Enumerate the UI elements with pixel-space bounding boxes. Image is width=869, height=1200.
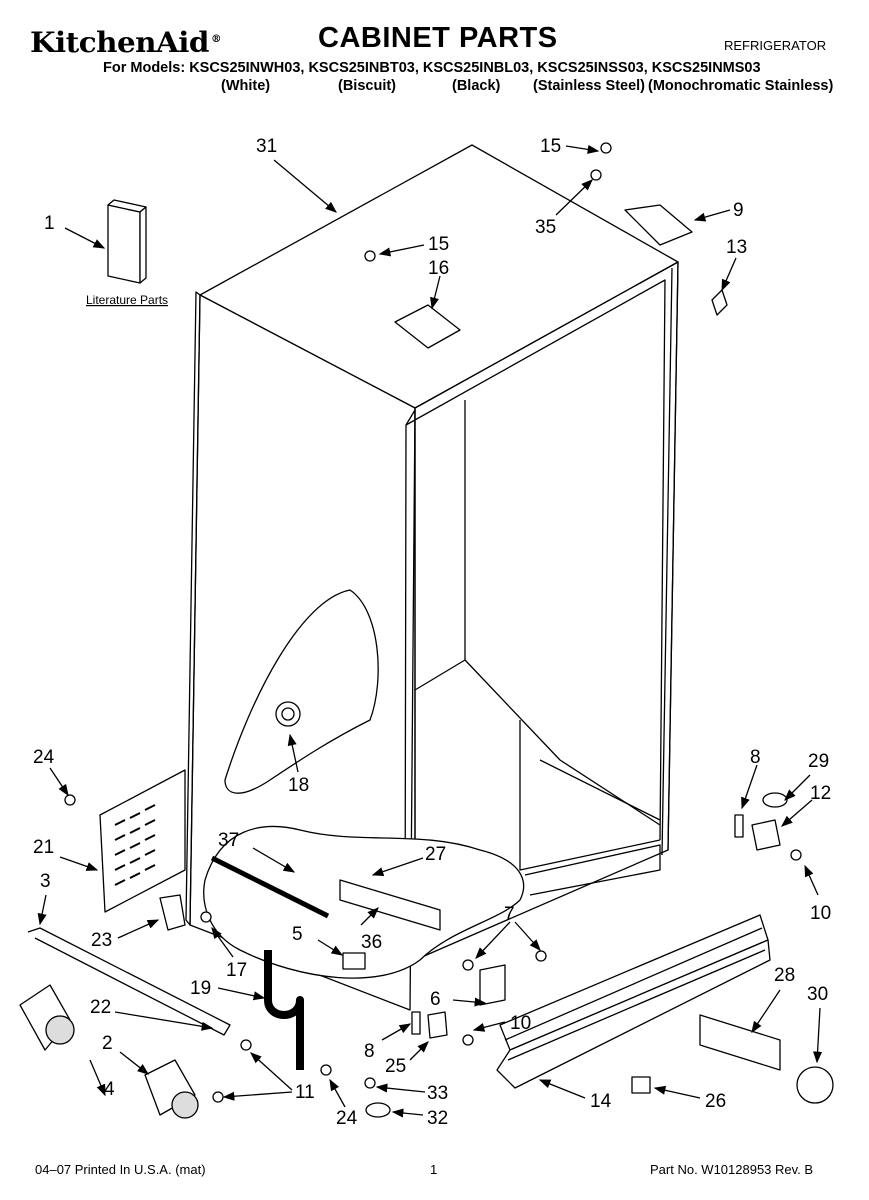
leader-lines bbox=[37, 144, 823, 1118]
callout-11: 11 bbox=[295, 1082, 315, 1103]
callout-37: 37 bbox=[218, 830, 239, 851]
callout-31: 31 bbox=[256, 136, 277, 157]
clip-26 bbox=[631, 1076, 651, 1094]
variant-stainless: (Stainless Steel) bbox=[533, 78, 646, 94]
callout-24-left: 24 bbox=[33, 747, 55, 768]
callout-13: 13 bbox=[726, 237, 747, 258]
callout-27: 27 bbox=[425, 844, 446, 865]
bracket-6 bbox=[479, 964, 506, 1006]
variant-biscuit: (Biscuit) bbox=[338, 78, 396, 94]
callout-17: 17 bbox=[226, 960, 247, 981]
callout-9: 9 bbox=[733, 200, 744, 221]
callout-18: 18 bbox=[288, 775, 309, 796]
part-5 bbox=[342, 952, 366, 970]
callout-14: 14 bbox=[590, 1091, 612, 1112]
shim-8-left bbox=[411, 1011, 421, 1035]
drain-tube bbox=[264, 950, 304, 1070]
callout-32: 32 bbox=[427, 1108, 448, 1129]
callout-30: 30 bbox=[807, 984, 828, 1005]
registered-mark: ® bbox=[211, 33, 222, 45]
callout-labels: 31 15 35 9 13 1 15 16 24 18 8 29 12 21 3… bbox=[33, 136, 831, 1129]
callout-35: 35 bbox=[535, 217, 556, 238]
grommet-18 bbox=[275, 701, 301, 727]
washer-29 bbox=[762, 792, 788, 808]
upper-hinge-right bbox=[624, 204, 693, 246]
variant-white: (White) bbox=[221, 78, 271, 94]
callout-5: 5 bbox=[292, 924, 303, 945]
callout-25: 25 bbox=[385, 1056, 406, 1077]
callout-29: 29 bbox=[808, 751, 829, 772]
water-filter bbox=[699, 1014, 781, 1071]
callout-21: 21 bbox=[33, 837, 54, 858]
footer-print-info: 04–07 Printed In U.S.A. (mat) bbox=[35, 1162, 206, 1177]
tube-37 bbox=[210, 855, 330, 919]
footer-part-number: Part No. W10128953 Rev. B bbox=[650, 1162, 814, 1177]
hinge-25 bbox=[427, 1011, 448, 1039]
callout-8-right: 8 bbox=[750, 747, 761, 768]
spacer-13 bbox=[711, 289, 728, 316]
callout-12: 12 bbox=[810, 783, 831, 804]
brand-name: KitchenAid bbox=[30, 26, 209, 59]
callout-28: 28 bbox=[774, 965, 795, 986]
literature-parts-label: Literature Parts bbox=[86, 293, 168, 307]
footer-page-number: 1 bbox=[430, 1162, 438, 1177]
variant-monochromatic: (Monochromatic Stainless) bbox=[648, 78, 834, 94]
page-subtitle: REFRIGERATOR bbox=[724, 38, 827, 53]
upper-hinge-left bbox=[394, 304, 461, 349]
callout-24-bottom: 24 bbox=[336, 1108, 358, 1129]
valve-assembly bbox=[339, 879, 441, 931]
leveling-bar bbox=[27, 927, 231, 1036]
callout-3: 3 bbox=[40, 871, 51, 892]
callout-15-top: 15 bbox=[540, 136, 561, 157]
callout-10-right: 10 bbox=[810, 903, 831, 924]
washer-32 bbox=[365, 1102, 391, 1118]
brand-logo: KitchenAid® bbox=[30, 26, 222, 59]
callout-19: 19 bbox=[190, 978, 211, 999]
lower-hinge bbox=[751, 819, 781, 851]
callout-15-mid: 15 bbox=[428, 234, 449, 255]
callout-8-left: 8 bbox=[364, 1041, 375, 1062]
callout-6: 6 bbox=[430, 989, 441, 1010]
page-title: CABINET PARTS bbox=[318, 22, 558, 54]
callout-10-mid: 10 bbox=[510, 1013, 531, 1034]
filter-cap bbox=[796, 1066, 834, 1104]
literature-booklet bbox=[107, 204, 141, 284]
part-23 bbox=[159, 894, 186, 931]
callout-33: 33 bbox=[427, 1083, 448, 1104]
callout-1: 1 bbox=[44, 213, 55, 234]
callout-4: 4 bbox=[104, 1079, 115, 1100]
shim-8-right bbox=[734, 814, 744, 838]
rear-panel bbox=[99, 769, 186, 913]
callout-26: 26 bbox=[705, 1091, 726, 1112]
callout-22: 22 bbox=[90, 997, 111, 1018]
models-line: For Models: KSCS25INWH03, KSCS25INBT03, … bbox=[103, 60, 761, 76]
callout-23: 23 bbox=[91, 930, 112, 951]
callout-7: 7 bbox=[504, 904, 515, 925]
variant-black: (Black) bbox=[452, 78, 501, 94]
callout-36: 36 bbox=[361, 932, 382, 953]
diagram-artwork bbox=[19, 142, 834, 1119]
callout-16: 16 bbox=[428, 258, 449, 279]
callout-2: 2 bbox=[102, 1033, 113, 1054]
